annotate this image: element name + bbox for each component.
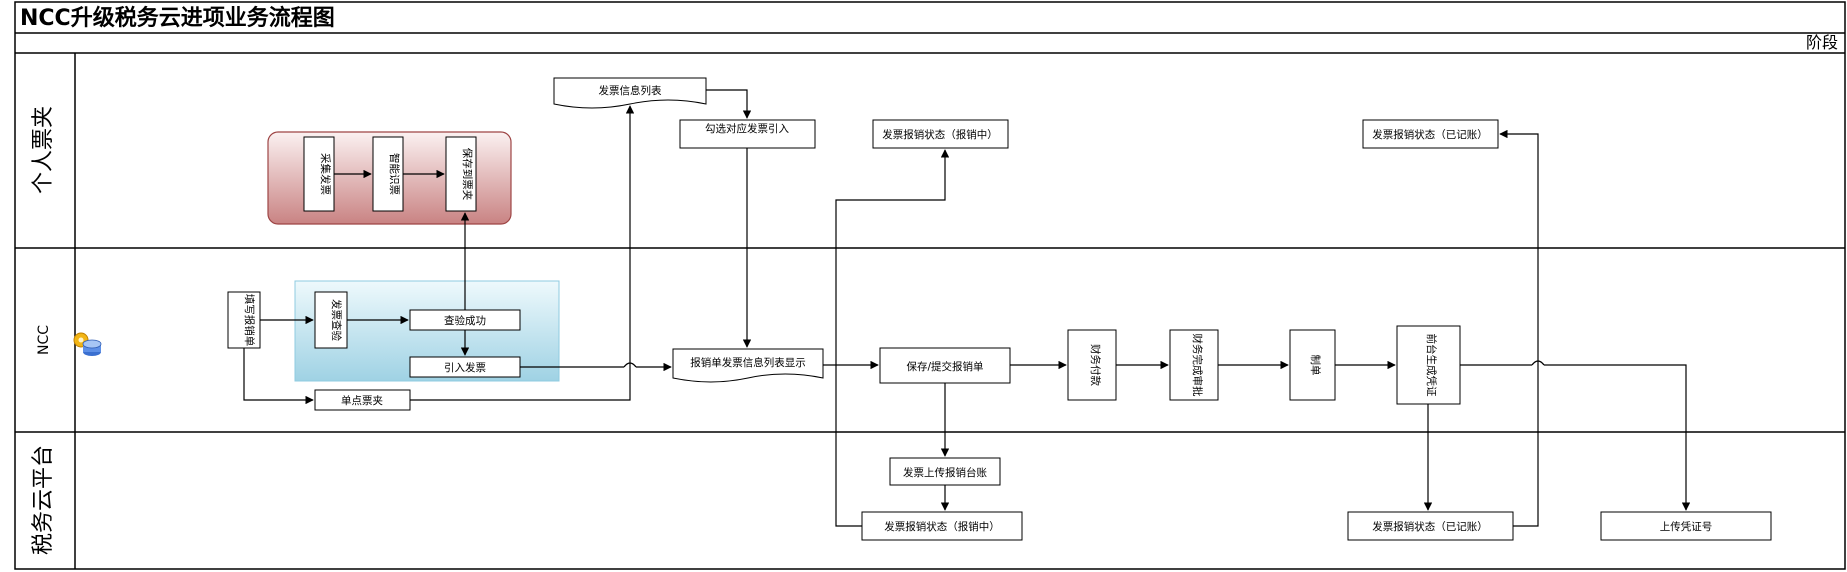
gen-voucher-label: 前台生成凭证: [1425, 334, 1438, 397]
stage-label: 阶段: [1806, 33, 1838, 52]
save-to-folder-label: 保存到票夹: [461, 148, 474, 201]
upload-reim-label: 发票上传报销台账: [903, 466, 987, 479]
save-to-folder-box[interactable]: [445, 136, 477, 212]
connectors: [243, 89, 1691, 527]
single-folder-label: 单点票夹: [341, 394, 383, 407]
arrow-single-list: [410, 105, 635, 401]
invoice-check-label: 发票查验: [330, 299, 343, 341]
make-voucher-label: 制单: [1309, 355, 1322, 376]
finance-audit-box[interactable]: [1169, 329, 1219, 401]
reim-list-doc[interactable]: [672, 348, 824, 383]
status-reim-personal-box[interactable]: [872, 119, 1009, 149]
arrow-list-select: [706, 89, 752, 119]
save-submit-box[interactable]: [879, 347, 1011, 384]
arrow-booked-personal: [1499, 129, 1539, 527]
outer-frame: [14, 1, 1846, 570]
finance-audit-label: 财务完成审批: [1191, 334, 1204, 397]
upload-voucher-no-box[interactable]: [1600, 511, 1772, 541]
status-booked-personal-box[interactable]: [1362, 119, 1499, 149]
arrow-status-reim-personal: [835, 149, 950, 527]
select-import-box[interactable]: [679, 119, 816, 149]
gen-voucher-box[interactable]: [1396, 325, 1461, 405]
finance-pay-box[interactable]: [1067, 329, 1117, 401]
crossover-hop-1: [623, 362, 637, 368]
upload-voucher-no-label: 上传凭证号: [1660, 520, 1713, 533]
upload-reim-box[interactable]: [889, 457, 1001, 486]
status-reim-tax-label: 发票报销状态（报销中）: [884, 520, 1000, 533]
save-submit-label: 保存/提交报销单: [906, 360, 983, 373]
select-import-label: 勾选对应发票引入: [705, 122, 789, 135]
arrow-gen-upload-no: [1544, 364, 1691, 511]
collect-invoice-label: 采集发票: [319, 153, 332, 195]
invoice-list-label: 发票信息列表: [599, 84, 662, 97]
collect-invoice-box[interactable]: [303, 136, 335, 212]
invoice-check-box[interactable]: [314, 291, 348, 349]
smart-recognize-label: 智能识票: [388, 153, 401, 195]
gear-database-icon: [73, 332, 102, 356]
smart-recognize-box[interactable]: [372, 136, 404, 212]
make-voucher-box[interactable]: [1289, 329, 1336, 401]
import-invoice-label: 引入发票: [444, 361, 486, 374]
fill-form-label: 填写报销单: [243, 294, 256, 347]
lane-label-personal: 个人票夹: [31, 106, 56, 194]
check-ok-label: 查验成功: [444, 314, 486, 327]
status-booked-tax-label: 发票报销状态（已记账）: [1372, 520, 1488, 533]
reim-list-label: 报销单发票信息列表显示: [690, 356, 806, 369]
status-reim-personal-label: 发票报销状态（报销中）: [882, 128, 998, 141]
lane-label-tax: 税务云平台: [31, 445, 56, 555]
lane-label-ncc: NCC: [36, 325, 52, 355]
status-booked-tax-box[interactable]: [1347, 511, 1514, 541]
crossover-hop-2: [1531, 360, 1545, 366]
status-reim-tax-box[interactable]: [861, 511, 1023, 541]
diagram-title: NCC升级税务云进项业务流程图: [20, 5, 335, 31]
arrow-fill-single: [243, 348, 314, 405]
invoice-list-doc[interactable]: [553, 77, 707, 109]
status-booked-personal-label: 发票报销状态（已记账）: [1372, 128, 1488, 141]
finance-pay-label: 财务付款: [1089, 344, 1102, 386]
